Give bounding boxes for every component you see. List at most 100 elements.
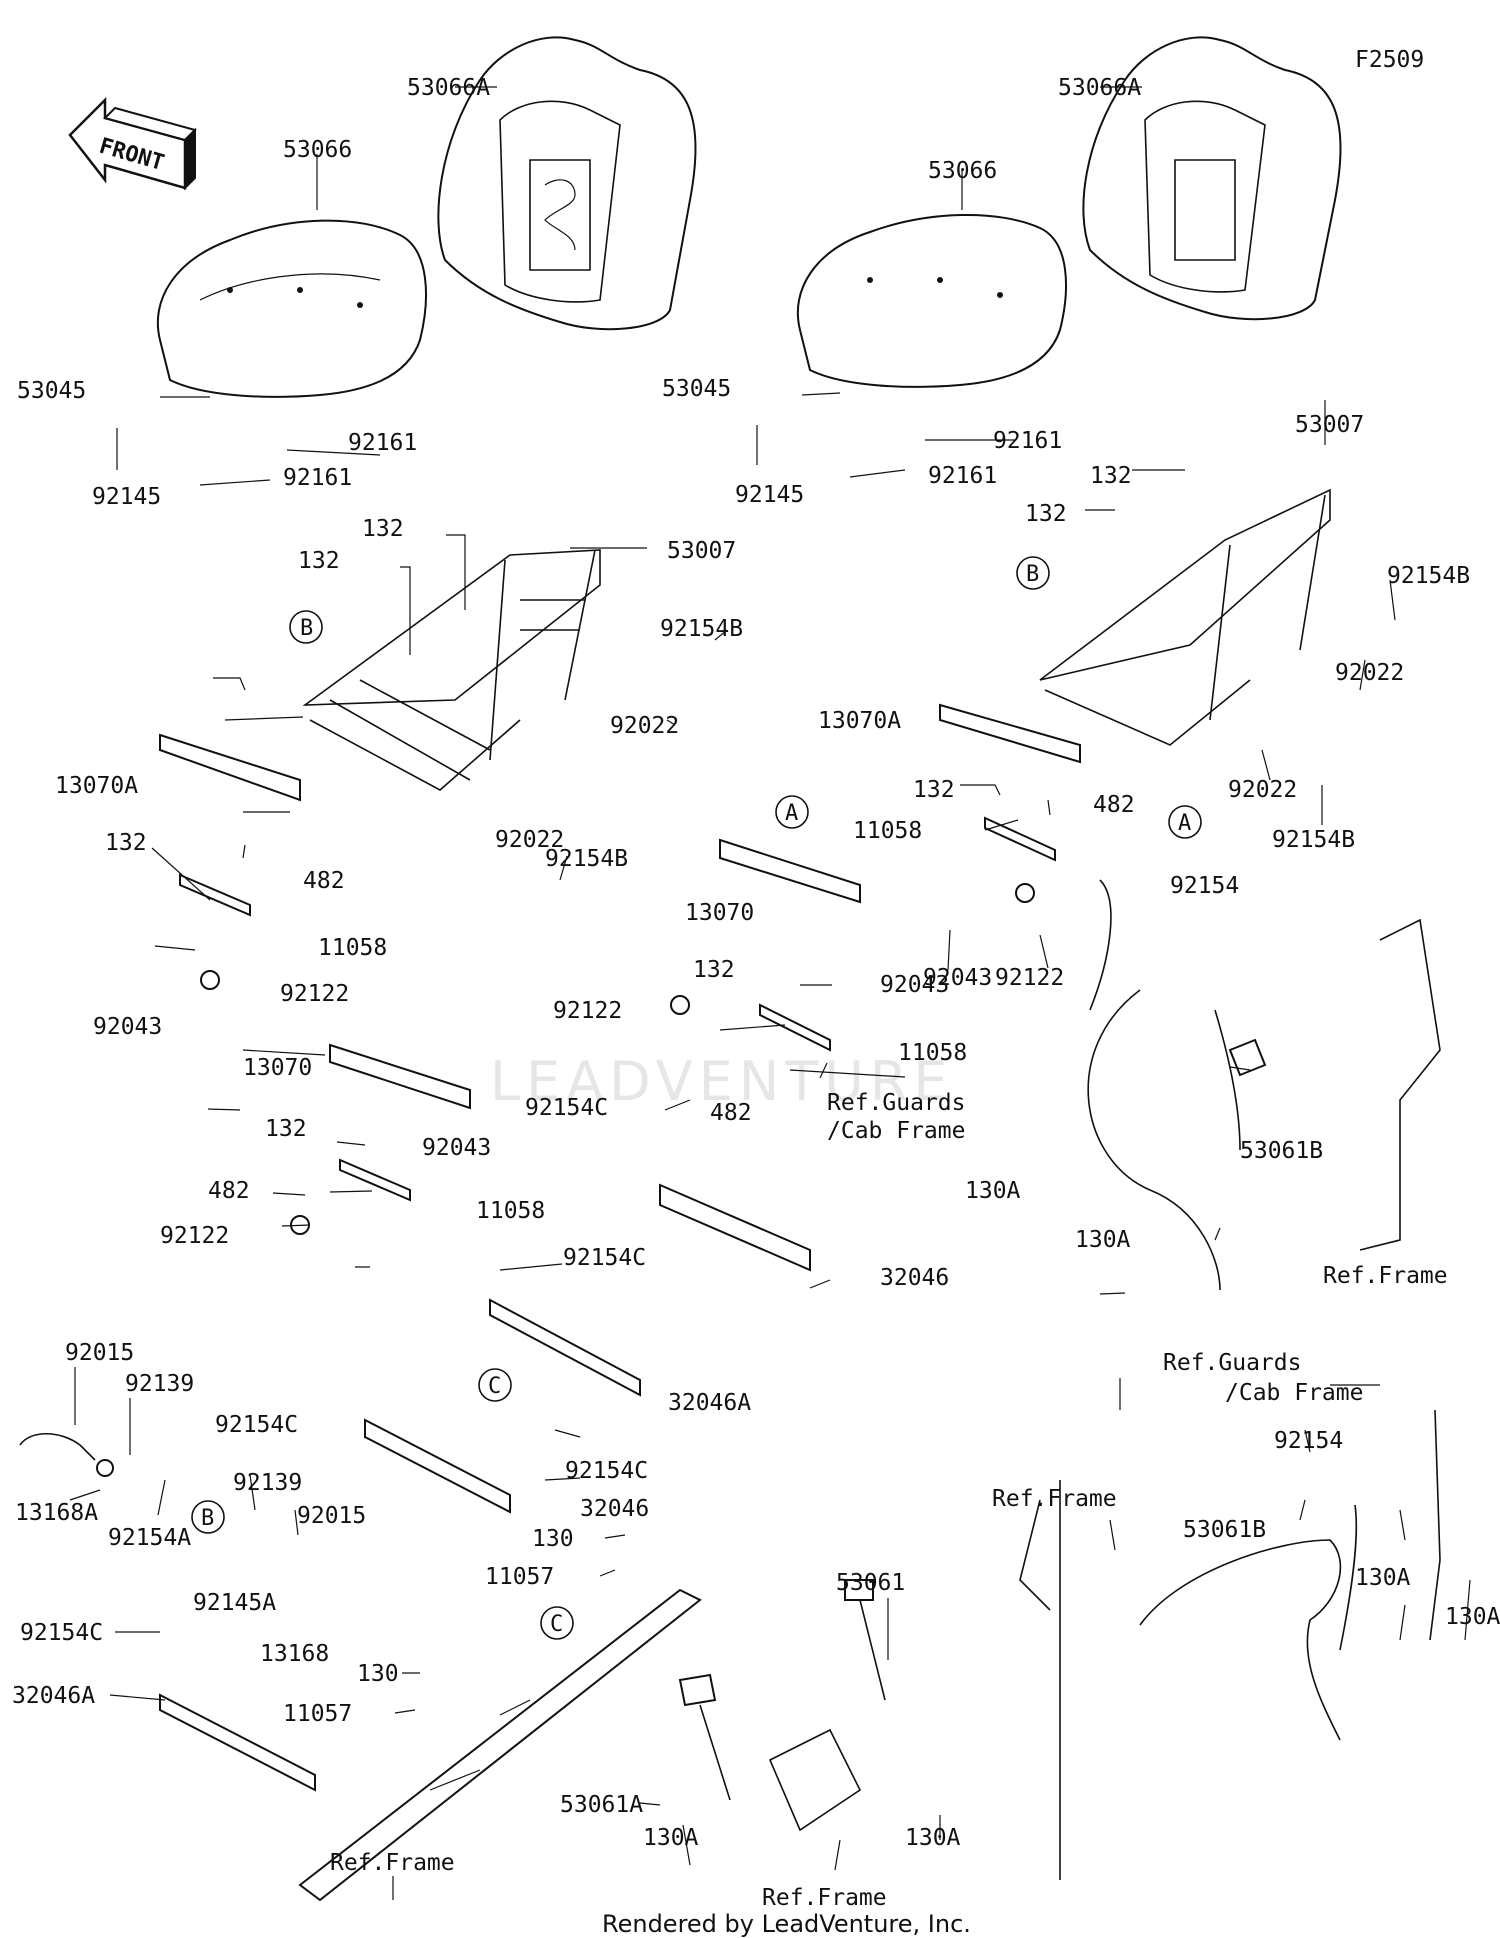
slider-rail-11058-right [984, 816, 1056, 903]
leader-lines [69, 86, 1471, 1900]
seat-cushion-right [796, 214, 1067, 388]
part-label: 13070 [685, 900, 754, 926]
part-label: 92161 [928, 463, 997, 489]
callout-circle-b-right: B [1016, 556, 1050, 590]
frame-rail-lower [298, 1588, 702, 1902]
link-13168A [19, 1433, 114, 1477]
part-label: 92043 [422, 1135, 491, 1161]
slider-rail-11058-lower [290, 1158, 411, 1235]
part-label: 11058 [853, 818, 922, 844]
front-arrow-icon: FRONT [68, 96, 197, 191]
rail-32046-left [364, 1418, 511, 1514]
part-label: 482 [1093, 792, 1135, 818]
part-label: 92022 [1335, 660, 1404, 686]
part-label: 132 [298, 548, 340, 574]
part-label: 92154B [545, 846, 628, 872]
part-label: 32046 [580, 1496, 649, 1522]
watermark: LEADVENTURE [490, 1050, 953, 1113]
part-label: 92022 [610, 713, 679, 739]
svg-text:A: A [785, 801, 798, 826]
part-label: 92154B [660, 616, 743, 642]
seat-cushion-left [156, 219, 427, 398]
part-label: 13070A [818, 708, 901, 734]
part-label: 132 [693, 957, 735, 983]
part-label: 92145 [92, 484, 161, 510]
part-label: 53066A [1058, 75, 1141, 101]
part-label: 130 [357, 1661, 399, 1687]
bracket-13070A-right [939, 703, 1081, 764]
part-label: 92154C [563, 1245, 646, 1271]
part-label: 92154C [525, 1095, 608, 1121]
figure-id: F2509 [1355, 47, 1424, 73]
buckle-mount-bracket [768, 1728, 862, 1832]
part-label: 132 [362, 516, 404, 542]
seat-frame-right [1039, 488, 1331, 746]
part-label: 92154C [565, 1458, 648, 1484]
part-label: 32046 [880, 1265, 949, 1291]
part-label: 53007 [1295, 412, 1364, 438]
part-label: 92145 [735, 482, 804, 508]
part-label: 32046A [668, 1390, 751, 1416]
part-label: 11058 [476, 1198, 545, 1224]
part-label: 482 [208, 1178, 250, 1204]
part-label: 130A [643, 1825, 699, 1851]
part-label: 130A [1355, 1565, 1411, 1591]
seat-back-left [437, 36, 697, 331]
seat-back-right [1082, 36, 1342, 321]
callout-circle-c-upper: C [478, 1368, 512, 1402]
part-label: 92022 [495, 827, 564, 853]
part-label: 92154 [1170, 873, 1239, 899]
part-label: 92161 [993, 428, 1062, 454]
svg-text:B: B [201, 1506, 214, 1531]
part-label: /Cab Frame [827, 1118, 965, 1144]
part-label: 13168 [260, 1641, 329, 1667]
part-label: 53066A [407, 75, 490, 101]
seat-frame-left [302, 549, 601, 791]
part-label: 132 [1090, 463, 1132, 489]
part-label: 53066 [928, 158, 997, 184]
part-label: 482 [303, 868, 345, 894]
part-label: 53061 [836, 1570, 905, 1596]
part-label: 482 [710, 1100, 752, 1126]
part-label: 11058 [898, 1040, 967, 1066]
part-label: 92161 [348, 430, 417, 456]
callout-circle-a-mid: A [775, 795, 809, 829]
part-label: 53066 [283, 137, 352, 163]
callout-circle-b-left: B [289, 610, 323, 644]
bracket-13070-left [329, 1043, 471, 1110]
buckle-53061A [678, 1673, 731, 1801]
part-label: 53007 [667, 538, 736, 564]
svg-text:A: A [1178, 811, 1191, 836]
part-label: 13168A [15, 1500, 98, 1526]
part-label: 92139 [233, 1470, 302, 1496]
seatbelt-53061B-upper [1087, 879, 1441, 1291]
part-label: Ref.Guards [827, 1090, 965, 1116]
part-label: 92122 [160, 1223, 229, 1249]
callout-circle-a-right: A [1168, 805, 1202, 839]
part-label: 32046A [12, 1683, 95, 1709]
bracket-13070A-left [159, 733, 301, 802]
part-label: 92122 [553, 998, 622, 1024]
part-label: 92122 [280, 981, 349, 1007]
part-label: 132 [913, 777, 955, 803]
part-label: Ref.Frame [992, 1486, 1117, 1512]
part-label: Ref.Frame [1323, 1263, 1448, 1289]
slider-rail-11058-left [179, 873, 251, 990]
part-label: 92043 [93, 1014, 162, 1040]
part-label: 53061B [1240, 1138, 1323, 1164]
part-label: 92122 [995, 965, 1064, 991]
part-label: 92145A [193, 1590, 276, 1616]
part-label: 92043 [923, 965, 992, 991]
rail-32046A-lower [159, 1693, 316, 1792]
buckle-53061 [844, 1579, 886, 1701]
part-label: Ref.Frame [762, 1885, 887, 1911]
part-label: 92154B [1272, 827, 1355, 853]
bracket-13070-mid [719, 838, 861, 904]
part-label: 13070A [55, 773, 138, 799]
part-label: 53045 [662, 376, 731, 402]
part-label: 130 [532, 1526, 574, 1552]
part-label: 13070 [243, 1055, 312, 1081]
rail-32046-mid [659, 1183, 811, 1272]
part-label: /Cab Frame [1225, 1380, 1363, 1406]
